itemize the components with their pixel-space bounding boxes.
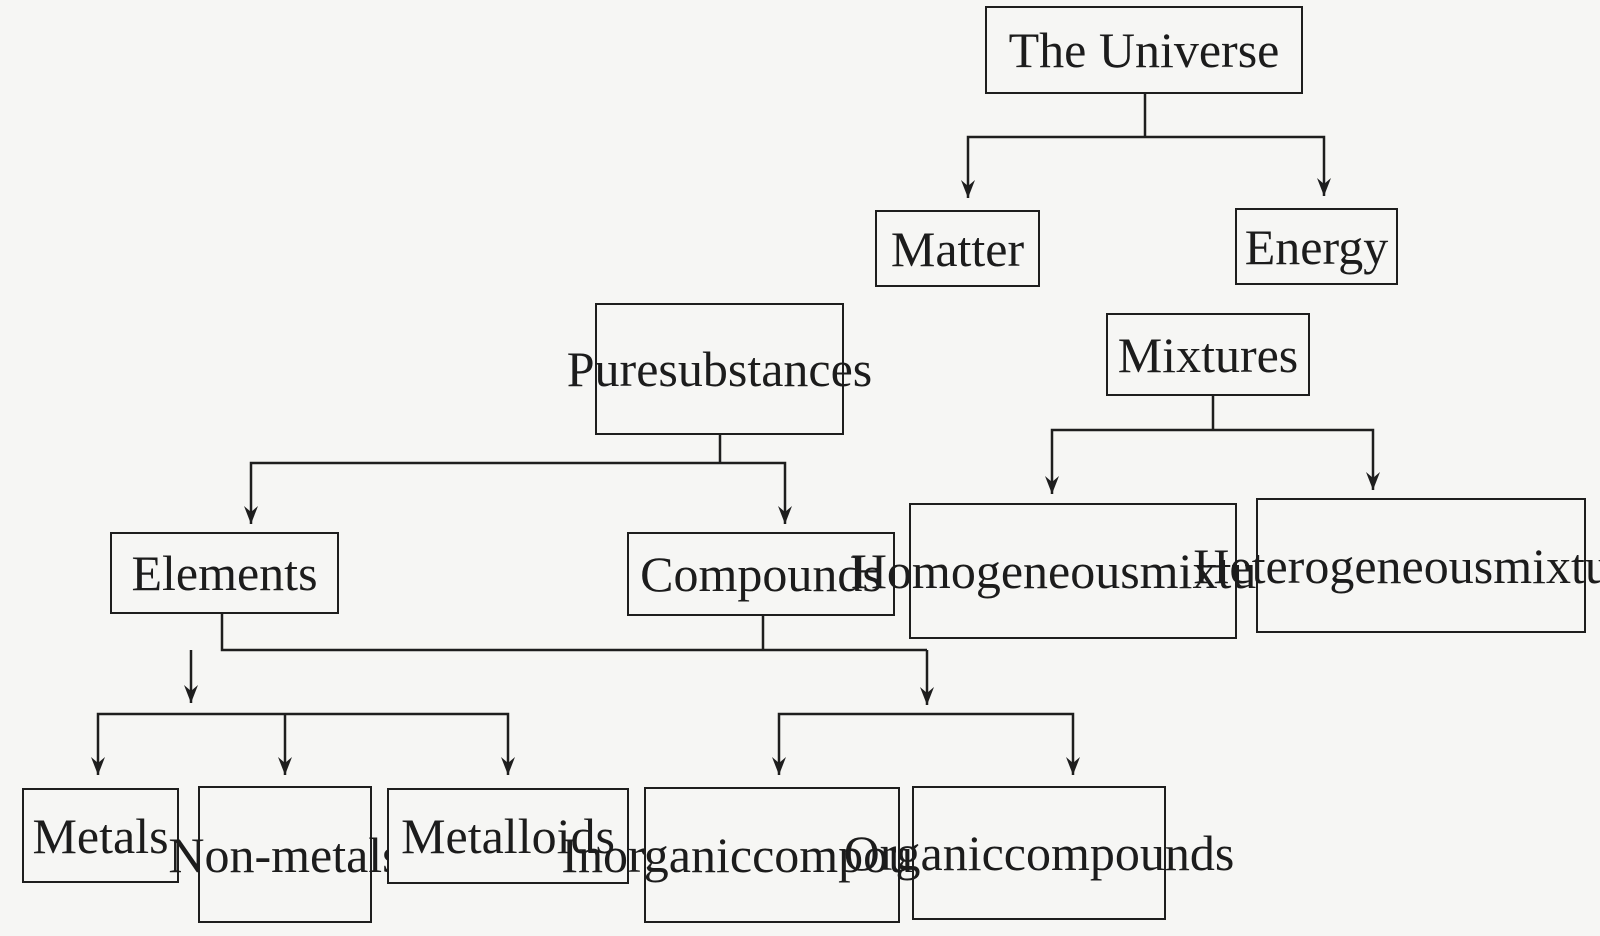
arrowhead-icon bbox=[772, 757, 786, 775]
arrowhead-icon bbox=[961, 180, 975, 198]
node-label: Elements bbox=[131, 545, 318, 601]
node-label-line-2: metals bbox=[271, 826, 402, 883]
arrowhead-icon bbox=[920, 687, 934, 705]
node-organic-compounds: Organic compounds bbox=[844, 786, 1234, 920]
node-label-line-1: Organic bbox=[843, 825, 1004, 881]
node-non-metals: Non- metals bbox=[168, 786, 402, 923]
arrowhead-icon bbox=[278, 757, 292, 775]
connector-compounds-branch bbox=[777, 712, 1075, 775]
node-label-line-1: Pure bbox=[566, 341, 659, 397]
node-mixtures: Mixtures bbox=[1106, 313, 1310, 396]
node-pure-substances: Pure substances bbox=[567, 303, 872, 435]
node-label: Matter bbox=[890, 220, 1025, 277]
node-label-line-2: compounds bbox=[1003, 825, 1235, 881]
arrowhead-icon bbox=[1045, 476, 1059, 494]
connector-universe bbox=[966, 94, 1326, 198]
arrowhead-icon bbox=[501, 757, 515, 775]
node-metals: Metals bbox=[22, 788, 179, 883]
arrowhead-icon bbox=[1066, 757, 1080, 775]
node-label-line-1: Non- bbox=[168, 826, 272, 883]
node-label: Compounds bbox=[640, 546, 882, 602]
node-label-line-1: Heterogeneous bbox=[1193, 537, 1494, 594]
connector-lines bbox=[91, 94, 1380, 775]
connector-elements-compounds bbox=[189, 614, 929, 705]
connector-pure-substances bbox=[249, 435, 787, 524]
node-label: Energy bbox=[1244, 218, 1389, 275]
node-metalloids: Metalloids bbox=[387, 788, 629, 884]
arrowhead-icon bbox=[1317, 178, 1331, 196]
node-elements: Elements bbox=[110, 532, 339, 614]
node-energy: Energy bbox=[1235, 208, 1398, 285]
node-label-line-2: mixture bbox=[1493, 537, 1600, 594]
node-the-universe: The Universe bbox=[985, 6, 1303, 94]
node-label-line-1: Homogeneous bbox=[850, 543, 1140, 599]
arrowhead-icon bbox=[184, 685, 198, 703]
node-heterogeneous-mixture: Heterogeneous mixture bbox=[1193, 498, 1600, 633]
node-label-line-1: Inorganic bbox=[561, 827, 753, 883]
arrowhead-icon bbox=[1366, 472, 1380, 490]
arrowhead-icon bbox=[778, 506, 792, 524]
node-label-line-2: substances bbox=[658, 341, 873, 397]
node-matter: Matter bbox=[875, 210, 1040, 287]
node-label: Metalloids bbox=[401, 808, 615, 864]
node-compounds: Compounds bbox=[627, 532, 895, 616]
connector-elements-branch bbox=[96, 712, 510, 775]
arrowhead-icon bbox=[244, 506, 258, 524]
node-label: Mixtures bbox=[1117, 326, 1299, 383]
connector-mixtures bbox=[1050, 396, 1375, 494]
arrowhead-icon bbox=[91, 757, 105, 775]
node-label: The Universe bbox=[1008, 22, 1280, 78]
node-label: Metals bbox=[32, 807, 169, 864]
node-homogeneous-mixture: Homogeneous mixture bbox=[851, 503, 1295, 639]
